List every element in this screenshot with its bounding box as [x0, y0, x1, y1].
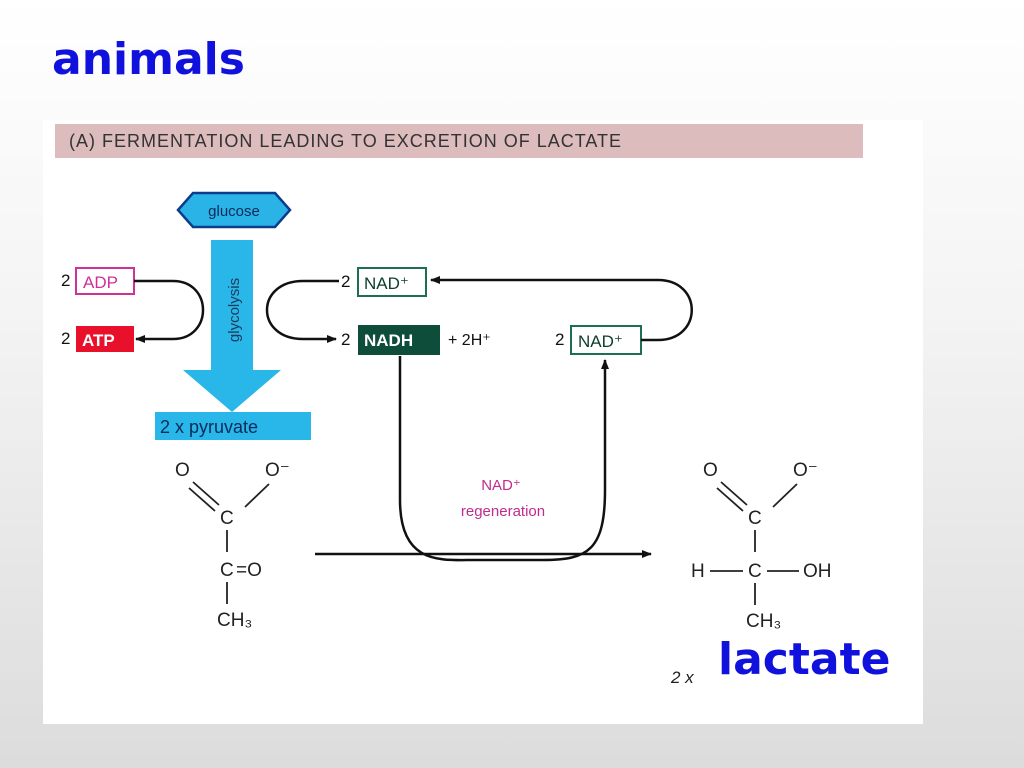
glucose-label: glucose: [208, 203, 260, 220]
adp-label: ADP: [83, 273, 118, 292]
nadh-coef: 2: [341, 330, 350, 349]
regeneration-arrow: [398, 356, 609, 562]
atp-coef: 2: [61, 329, 70, 348]
atp-box: [76, 326, 134, 352]
nad-right-coef: 2: [555, 330, 564, 349]
glucose-hexagon: [176, 191, 292, 229]
nad-nadh-arrow: [265, 279, 339, 343]
regeneration-line1: NAD⁺: [481, 477, 521, 494]
atp-label: ATP: [82, 331, 115, 350]
slide-title: animals: [52, 34, 245, 85]
regeneration-line2: regeneration: [461, 503, 545, 520]
pyruvate-c2: C: [220, 560, 234, 581]
adp-box: [75, 267, 135, 295]
lactate-label: lactate: [718, 634, 891, 685]
nadh-label: NADH: [364, 331, 413, 350]
nad-recycle-arrow: [430, 276, 693, 342]
nad-top-label: NAD⁺: [364, 274, 409, 293]
lactate-ch3: CH₃: [746, 611, 781, 632]
nad-right-box: [570, 325, 642, 355]
nad-top-coef: 2: [341, 272, 350, 291]
pyruvate-o: O: [175, 460, 190, 481]
figure-header: (A) FERMENTATION LEADING TO EXCRETION OF…: [55, 124, 863, 158]
adp-atp-arrow: [134, 279, 205, 343]
lactate-c2: C: [748, 561, 762, 582]
fermentation-figure: (A) FERMENTATION LEADING TO EXCRETION OF…: [43, 120, 923, 724]
pyruvate-c1: C: [220, 508, 234, 529]
glycolysis-arrow: [183, 240, 281, 412]
pyruvate-o-minus: O⁻: [265, 460, 290, 481]
lactate-multiplier: 2 x: [670, 668, 694, 687]
nad-top-box: [357, 267, 427, 297]
glycolysis-label: glycolysis: [226, 278, 243, 342]
pyruvate-structure: O O⁻ C C =O CH₃: [175, 460, 290, 631]
lactate-o: O: [703, 460, 718, 481]
nad-right-label: NAD⁺: [578, 332, 623, 351]
lactate-h: H: [691, 561, 705, 582]
pyruvate-eq-o: =O: [236, 560, 262, 581]
pyruvate-box-label: 2 x pyruvate: [160, 417, 258, 437]
pyruvate-box: [155, 412, 311, 440]
pyruvate-ch3: CH₃: [217, 610, 252, 631]
lactate-o-minus: O⁻: [793, 460, 818, 481]
lactate-oh: OH: [803, 561, 832, 582]
adp-coef: 2: [61, 271, 70, 290]
plus-2h: + 2H⁺: [448, 332, 491, 349]
nadh-box: [358, 325, 440, 355]
fermentation-diagram: glycolysis glucose 2 x pyruvate 2 ADP 2 …: [61, 191, 832, 687]
lactate-structure: O O⁻ C H C OH CH₃ 2 x: [670, 460, 832, 687]
lactate-c1: C: [748, 508, 762, 529]
